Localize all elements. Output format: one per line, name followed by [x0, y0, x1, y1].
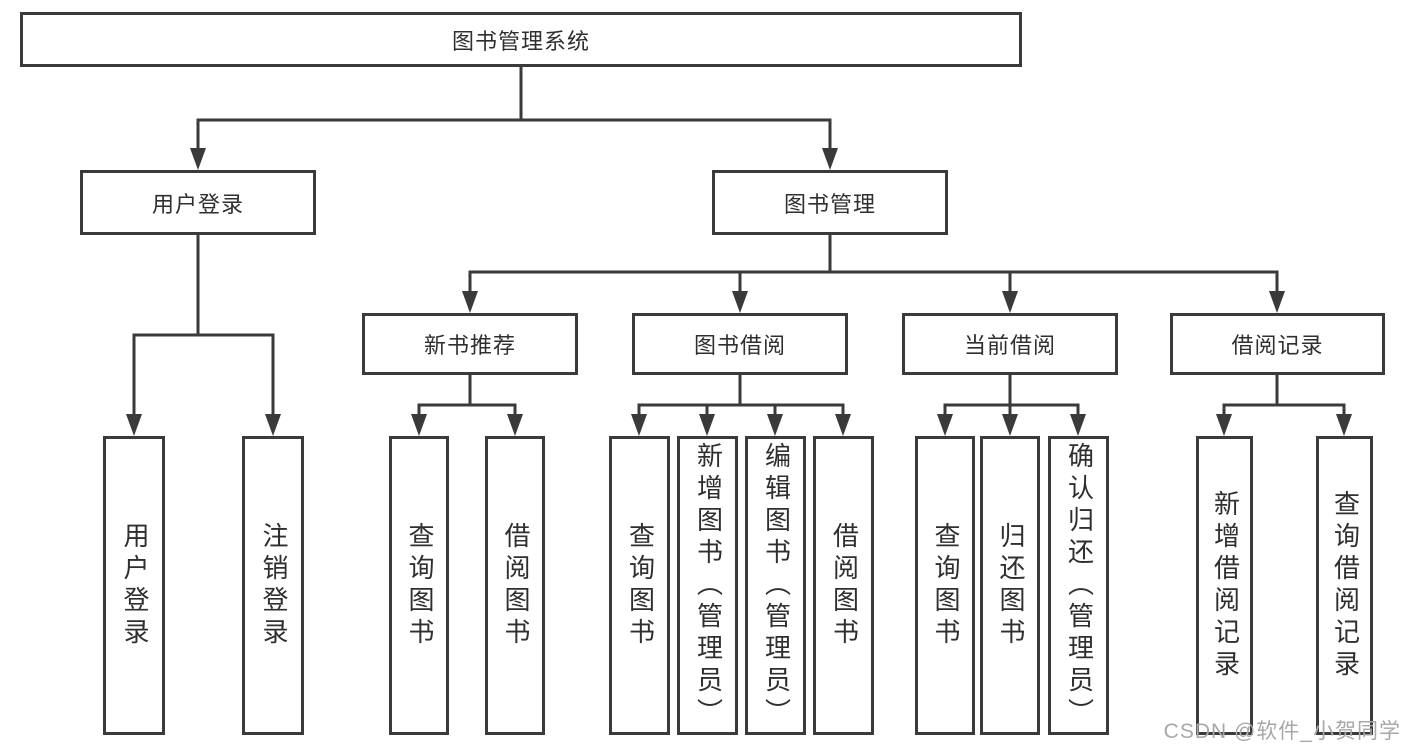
- node-leaf-borrow-books: 借阅图书: [813, 436, 874, 735]
- node-label: 注销登录: [258, 521, 289, 650]
- node-book-management: 图书管理: [712, 170, 948, 235]
- node-user-login: 用户登录: [80, 170, 316, 235]
- node-label: 图书管理: [783, 191, 876, 217]
- node-label: 查询借阅记录: [1330, 489, 1361, 682]
- node-new-book-recommend: 新书推荐: [362, 313, 578, 375]
- node-label: 归还图书: [995, 521, 1026, 650]
- node-label: 借阅图书: [829, 521, 860, 650]
- node-label: 确认归还（管理员）: [1064, 441, 1095, 730]
- node-label: 编辑图书（管理员）: [761, 441, 792, 730]
- connector-book-management-children: [462, 233, 1285, 313]
- connector-user-login-children: [126, 233, 281, 436]
- node-label: 新增图书（管理员）: [693, 441, 724, 730]
- node-label: 新书推荐: [423, 333, 516, 358]
- node-leaf-query-books-recommend: 查询图书: [389, 436, 449, 735]
- csdn-watermark: CSDN @软件_小贺同学: [1163, 720, 1401, 743]
- node-label: 用户登录: [119, 521, 150, 650]
- node-leaf-edit-books-admin: 编辑图书（管理员）: [745, 436, 806, 735]
- node-label: 查询图书: [930, 521, 961, 650]
- node-label: 图书借阅: [693, 333, 786, 358]
- node-label: 借阅图书: [500, 521, 531, 650]
- node-leaf-borrow-books-recommend: 借阅图书: [485, 436, 545, 735]
- connector-root-to-level2: [190, 65, 838, 170]
- node-system-root: 图书管理系统: [20, 12, 1022, 67]
- node-label: 查询图书: [404, 521, 435, 650]
- node-label: 新增借阅记录: [1210, 489, 1241, 682]
- node-leaf-confirm-return-admin: 确认归还（管理员）: [1048, 436, 1109, 735]
- node-label: 图书管理系统: [451, 28, 590, 54]
- connector-borrow-record-children: [1216, 373, 1352, 436]
- node-leaf-add-borrow-record: 新增借阅记录: [1196, 436, 1253, 735]
- node-leaf-return-books: 归还图书: [980, 436, 1040, 735]
- node-label: 当前借阅: [963, 333, 1056, 358]
- node-leaf-query-borrow-record: 查询借阅记录: [1316, 436, 1373, 735]
- node-current-borrow: 当前借阅: [902, 313, 1118, 375]
- node-label: 用户登录: [151, 191, 244, 217]
- node-borrow-record: 借阅记录: [1170, 313, 1385, 375]
- node-leaf-query-books-current: 查询图书: [915, 436, 975, 735]
- node-leaf-user-login: 用户登录: [103, 436, 165, 735]
- connector-book-borrow-children: [631, 373, 851, 436]
- node-leaf-query-books-borrow: 查询图书: [609, 436, 670, 735]
- connector-new-book-recommend-children: [411, 373, 523, 436]
- node-label: 借阅记录: [1231, 333, 1324, 358]
- node-book-borrow: 图书借阅: [632, 313, 848, 375]
- node-label: 查询图书: [625, 521, 656, 650]
- connector-current-borrow-children: [937, 373, 1086, 436]
- node-leaf-add-books-admin: 新增图书（管理员）: [677, 436, 738, 735]
- node-leaf-logout: 注销登录: [242, 436, 304, 735]
